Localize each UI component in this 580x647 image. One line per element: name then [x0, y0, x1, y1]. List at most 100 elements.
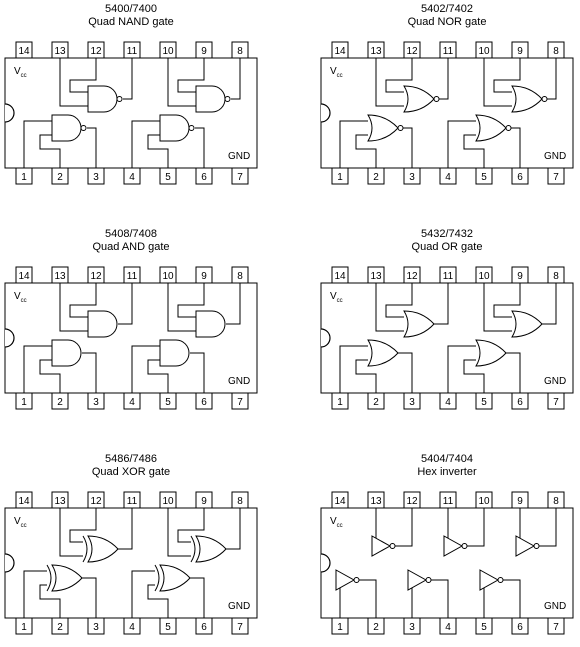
- gate-body: [403, 310, 435, 338]
- output-wire: [431, 579, 449, 618]
- pin-label-2: 2: [373, 172, 379, 183]
- input-wire: [69, 283, 97, 318]
- vcc-main: V: [14, 66, 21, 77]
- pin-label-9: 9: [201, 496, 207, 507]
- input-wire: [59, 283, 88, 332]
- gate-body: [479, 569, 500, 591]
- input-wire: [69, 58, 97, 93]
- input-wire: [177, 58, 205, 93]
- input-wire: [131, 120, 160, 168]
- chip-title: Quad XOR gate: [92, 466, 170, 478]
- gate-or-1: [403, 310, 435, 338]
- input-wire: [375, 58, 404, 107]
- xor-input-arc: [46, 564, 52, 592]
- pin-label-8: 8: [553, 271, 559, 282]
- gate-body: [195, 310, 226, 338]
- pin-label-10: 10: [162, 271, 174, 282]
- pin-label-11: 11: [127, 46, 138, 57]
- input-wire: [339, 345, 368, 393]
- output-wire: [87, 127, 97, 168]
- xor-input-arc: [190, 535, 196, 563]
- input-wire: [177, 508, 205, 543]
- input-wire: [131, 570, 155, 618]
- pin-label-7: 7: [237, 172, 243, 183]
- chip-part-number: 5432/7432: [421, 228, 473, 240]
- output-wire: [403, 127, 413, 168]
- pin-label-9: 9: [201, 46, 207, 57]
- output-wire: [539, 508, 557, 547]
- pin-label-11: 11: [443, 46, 454, 57]
- input-wire: [131, 345, 160, 393]
- pin-label-9: 9: [517, 271, 523, 282]
- pin-label-14: 14: [18, 46, 30, 57]
- gate-nand-2: [195, 85, 231, 113]
- output-wire: [467, 508, 485, 547]
- pin-label-4: 4: [129, 397, 135, 408]
- gate-xor-1: [82, 535, 119, 563]
- inversion-bubble: [433, 96, 440, 102]
- inversion-bubble: [80, 125, 87, 131]
- gnd-label: GND: [228, 601, 250, 612]
- vcc-label: Vcc: [330, 516, 343, 529]
- input-wire: [493, 283, 521, 318]
- gate-not-2: [443, 535, 468, 557]
- pin-label-12: 12: [406, 46, 418, 57]
- pin-label-11: 11: [443, 271, 454, 282]
- pin-label-11: 11: [127, 271, 138, 282]
- output-wire: [118, 283, 133, 325]
- pin-label-2: 2: [57, 622, 63, 633]
- input-wire: [483, 283, 512, 332]
- pin-label-9: 9: [517, 496, 523, 507]
- gate-body: [159, 564, 191, 592]
- pin-label-12: 12: [90, 46, 102, 57]
- pin-label-10: 10: [478, 496, 490, 507]
- pin-label-2: 2: [57, 172, 63, 183]
- pin-label-13: 13: [54, 496, 66, 507]
- output-wire: [118, 508, 133, 550]
- pin-label-14: 14: [334, 496, 346, 507]
- gate-and-3: [51, 339, 82, 367]
- pin-label-13: 13: [54, 46, 66, 57]
- chip-title: Quad NOR gate: [408, 16, 487, 28]
- pin-label-1: 1: [21, 397, 27, 408]
- pin-label-11: 11: [443, 496, 454, 507]
- input-wire: [167, 58, 196, 107]
- gate-body: [51, 339, 82, 367]
- vcc-main: V: [14, 291, 21, 302]
- pin-label-6: 6: [517, 397, 523, 408]
- pin-label-12: 12: [406, 271, 418, 282]
- chip-title: Quad OR gate: [412, 241, 483, 253]
- orientation-notch: [4, 328, 15, 348]
- output-wire: [82, 577, 97, 618]
- pin-label-4: 4: [445, 397, 451, 408]
- orientation-notch: [4, 103, 15, 123]
- gate-nand-1: [87, 85, 123, 113]
- pin-label-3: 3: [93, 622, 99, 633]
- inversion-bubble: [224, 96, 231, 102]
- gate-body: [159, 114, 190, 142]
- pin-label-14: 14: [18, 496, 30, 507]
- gate-xor-4: [154, 564, 191, 592]
- gate-body: [51, 114, 82, 142]
- chip-body: [320, 57, 574, 169]
- output-wire: [195, 127, 205, 168]
- pin-label-14: 14: [334, 271, 346, 282]
- pin-label-10: 10: [478, 46, 490, 57]
- gate-body: [87, 535, 119, 563]
- output-wire: [506, 352, 521, 393]
- pin-label-9: 9: [201, 271, 207, 282]
- output-wire: [190, 352, 205, 393]
- pin-label-4: 4: [129, 172, 135, 183]
- pin-label-12: 12: [90, 271, 102, 282]
- input-wire: [59, 508, 83, 557]
- pin-label-6: 6: [201, 622, 207, 633]
- vcc-main: V: [330, 516, 337, 527]
- vcc-subscript: cc: [21, 298, 27, 304]
- vcc-label: Vcc: [14, 291, 27, 304]
- pin-label-13: 13: [54, 271, 66, 282]
- chip-body: [4, 282, 258, 394]
- gate-body: [195, 85, 226, 113]
- vcc-main: V: [330, 66, 337, 77]
